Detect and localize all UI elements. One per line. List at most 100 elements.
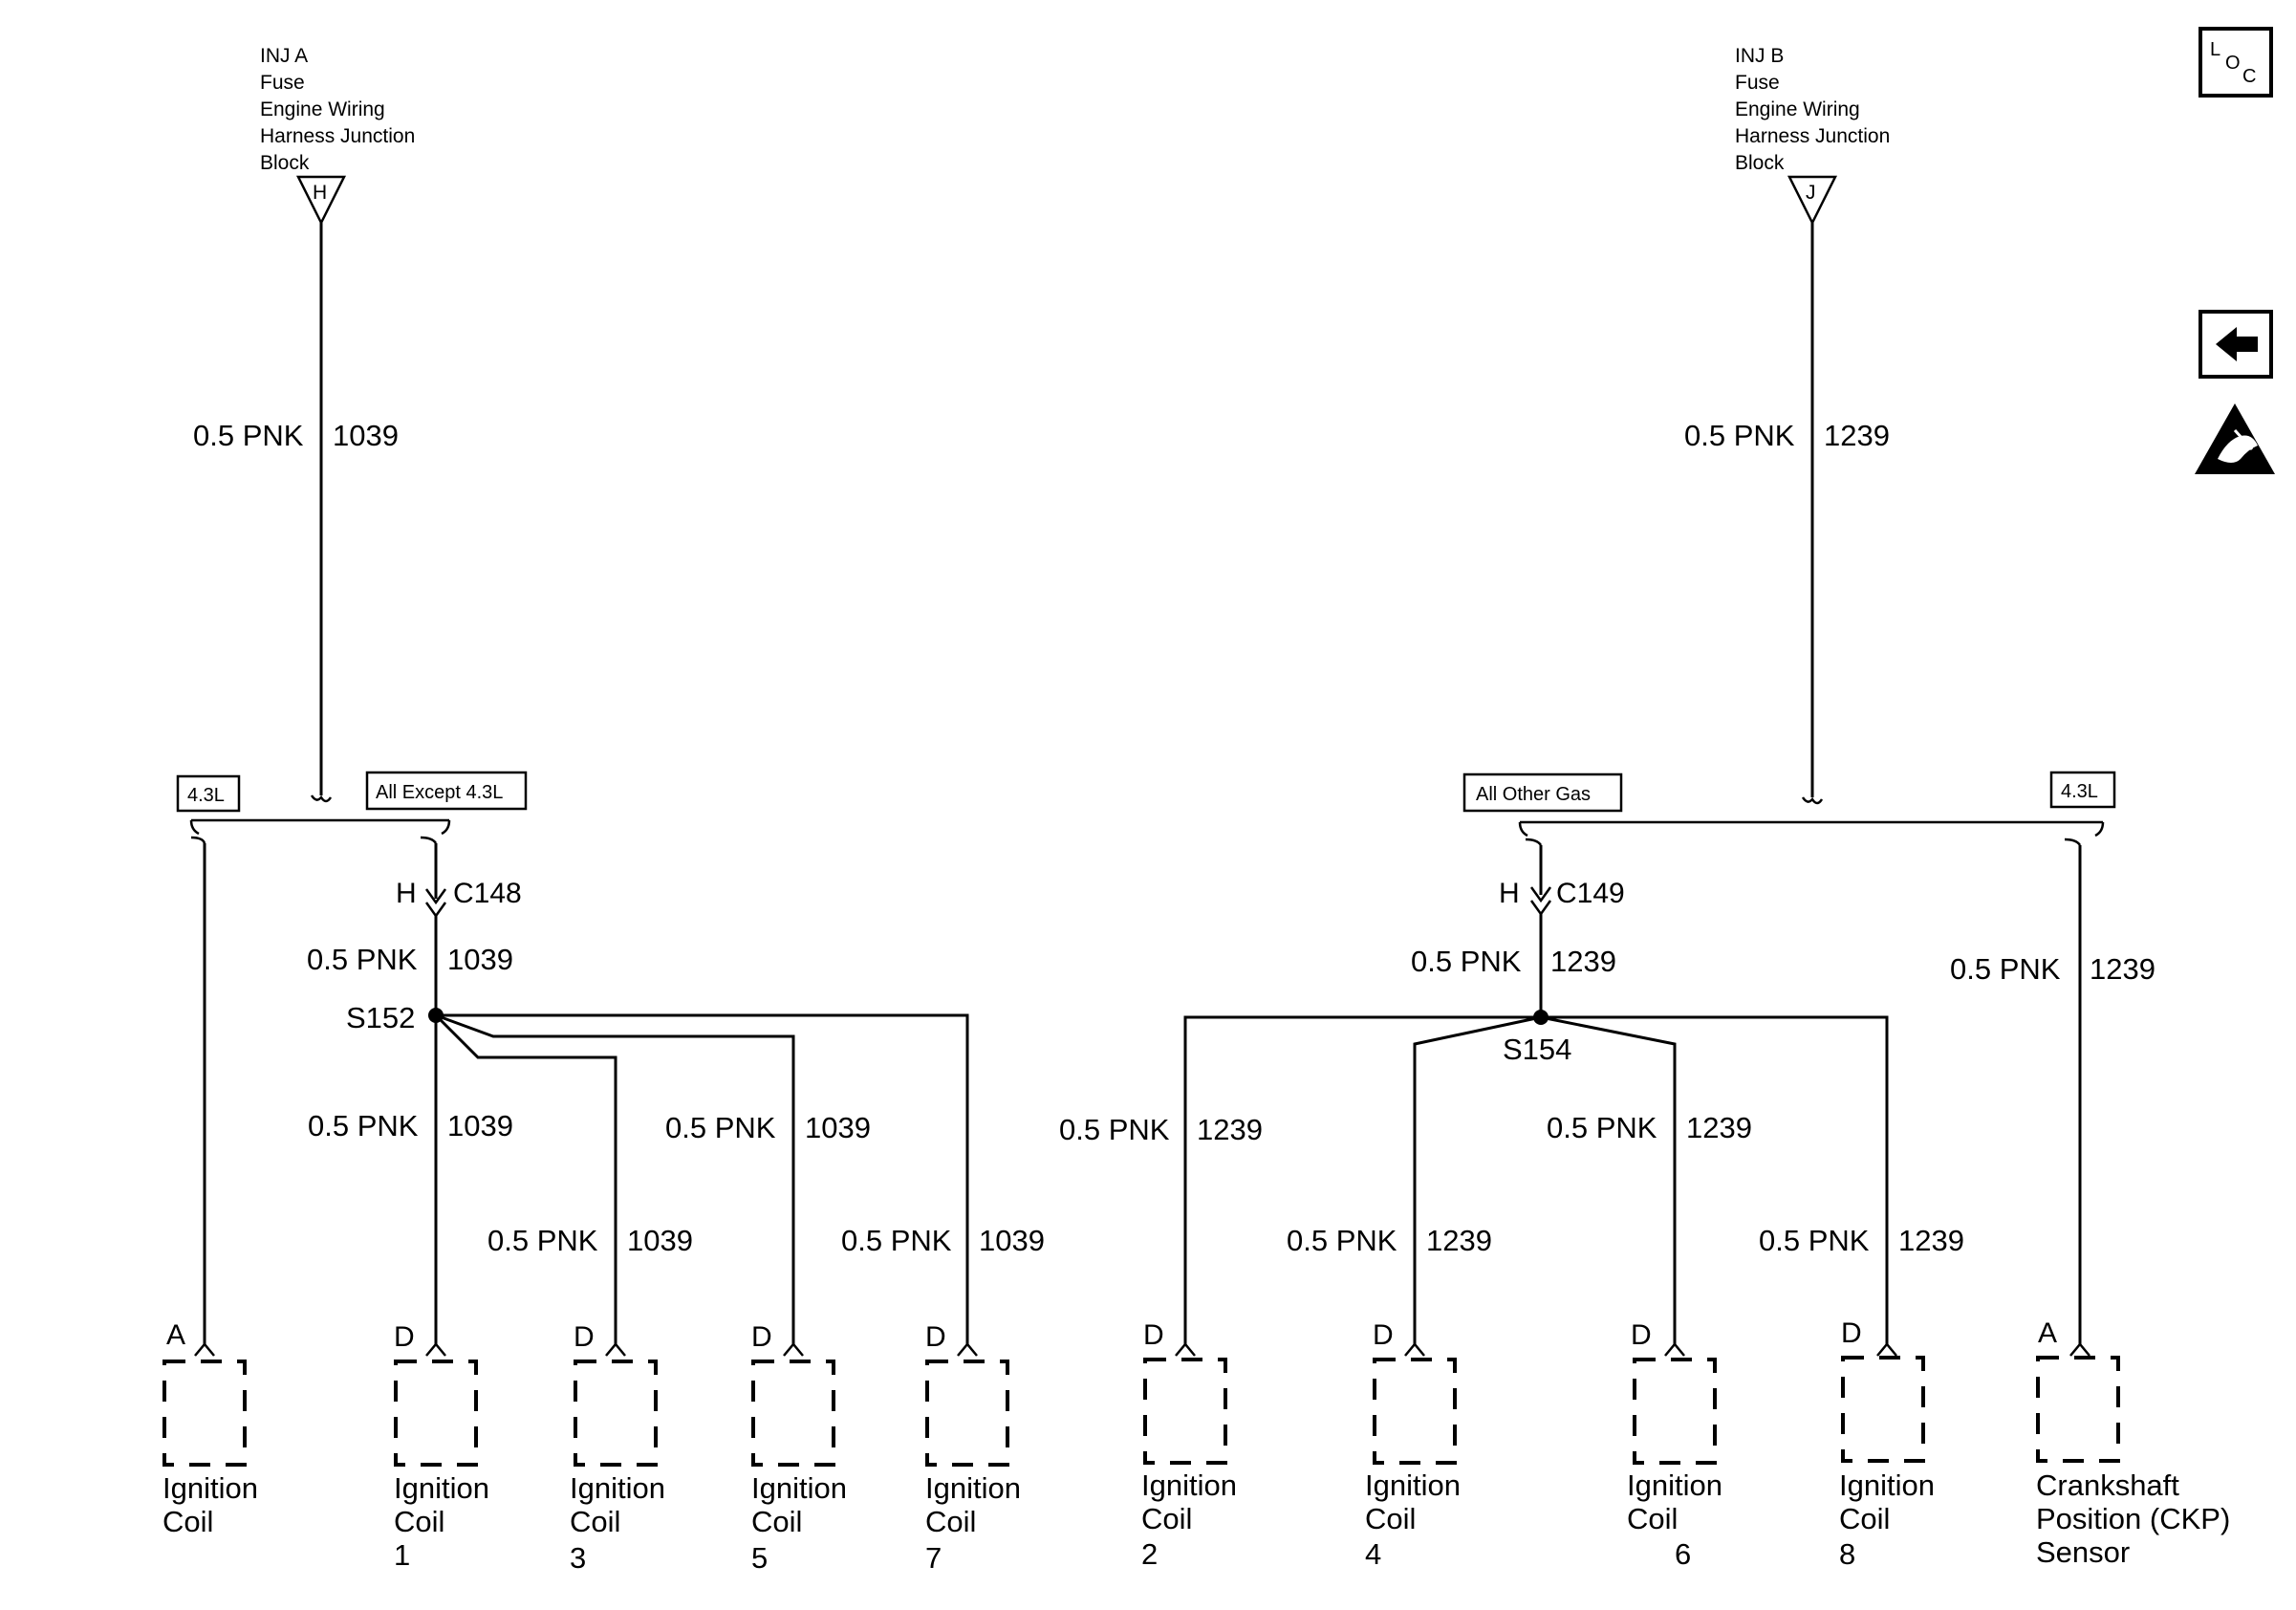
svg-text:D: D: [394, 1321, 415, 1353]
svg-text:Coil: Coil: [1365, 1502, 1416, 1535]
svg-text:H: H: [1499, 878, 1520, 909]
svg-text:Ignition: Ignition: [394, 1471, 489, 1505]
svg-text:1039: 1039: [447, 1109, 513, 1142]
svg-text:Coil: Coil: [925, 1505, 976, 1538]
component-ignition-coil-2: D Ignition Coil 2: [1141, 1319, 1237, 1571]
svg-text:0.5 PNK: 0.5 PNK: [193, 419, 304, 452]
svg-text:Crankshaft: Crankshaft: [2036, 1469, 2179, 1502]
inj-a-break: [310, 794, 333, 803]
svg-text:All Other Gas: All Other Gas: [1476, 784, 1591, 805]
wire-label-coil-6: 0.5 PNK 1239: [1547, 1111, 1752, 1144]
svg-text:S152: S152: [346, 1001, 415, 1034]
c149-wire-label: 0.5 PNK 1239: [1411, 945, 1616, 978]
svg-text:0.5 PNK: 0.5 PNK: [307, 943, 418, 976]
wire-to-coil-4: [1413, 1015, 1542, 1344]
svg-text:4: 4: [1365, 1537, 1381, 1571]
svg-text:Engine Wiring: Engine Wiring: [1735, 98, 1860, 120]
svg-text:H: H: [396, 878, 417, 909]
svg-text:Coil: Coil: [394, 1505, 444, 1538]
svg-text:INJ B: INJ B: [1735, 45, 1784, 67]
component-ignition-coil-a: A Ignition Coil: [162, 1319, 258, 1538]
svg-text:Ignition: Ignition: [570, 1471, 665, 1505]
svg-text:O: O: [2225, 53, 2241, 74]
inj-a-feed-label: INJ A Fuse Engine Wiring Harness Junctio…: [260, 45, 415, 174]
svg-text:5: 5: [751, 1541, 768, 1575]
svg-text:1239: 1239: [1898, 1224, 1964, 1257]
svg-text:INJ A: INJ A: [260, 45, 308, 67]
loc-icon[interactable]: L O C: [2199, 27, 2273, 98]
svg-text:Coil: Coil: [1141, 1502, 1192, 1535]
svg-text:Ignition: Ignition: [1141, 1469, 1237, 1502]
svg-text:D: D: [1841, 1317, 1862, 1349]
svg-text:1039: 1039: [979, 1224, 1045, 1257]
svg-text:4.3L: 4.3L: [187, 785, 225, 806]
component-ckp-sensor: A Crankshaft Position (CKP) Sensor: [2036, 1317, 2230, 1569]
wire-to-coil-3: [434, 1013, 617, 1344]
svg-text:1039: 1039: [805, 1111, 871, 1144]
c148-wire-label: 0.5 PNK 1039: [307, 943, 513, 976]
svg-text:Coil: Coil: [570, 1505, 620, 1538]
svg-text:Ignition: Ignition: [751, 1471, 847, 1505]
component-ignition-coil-1: D Ignition Coil 1: [394, 1321, 489, 1572]
svg-text:0.5 PNK: 0.5 PNK: [1547, 1111, 1657, 1144]
wire-to-coil-2: [1183, 1015, 1541, 1344]
svg-text:J: J: [1806, 182, 1816, 204]
svg-text:0.5 PNK: 0.5 PNK: [1059, 1113, 1170, 1146]
svg-text:0.5 PNK: 0.5 PNK: [665, 1111, 776, 1144]
wire-label-coil-4: 0.5 PNK 1239: [1287, 1224, 1492, 1257]
component-ignition-coil-5: D Ignition Coil 5: [751, 1321, 847, 1575]
svg-text:8: 8: [1839, 1537, 1855, 1571]
component-ignition-coil-7: D Ignition Coil 7: [925, 1321, 1021, 1575]
svg-text:1239: 1239: [1686, 1111, 1752, 1144]
svg-text:L: L: [2210, 39, 2220, 60]
svg-text:0.5 PNK: 0.5 PNK: [1684, 419, 1795, 452]
svg-text:Harness Junction: Harness Junction: [260, 125, 415, 147]
svg-text:2: 2: [1141, 1537, 1158, 1571]
option-box-4-3l-right: 4.3L: [2049, 771, 2116, 809]
svg-text:D: D: [925, 1321, 946, 1353]
svg-text:Block: Block: [1735, 152, 1785, 174]
svg-text:1239: 1239: [1824, 419, 1890, 452]
svg-text:Block: Block: [260, 152, 310, 174]
svg-text:1239: 1239: [1426, 1224, 1492, 1257]
svg-text:Ignition: Ignition: [1839, 1469, 1935, 1502]
svg-text:Coil: Coil: [1839, 1502, 1890, 1535]
svg-text:S154: S154: [1503, 1033, 1571, 1066]
svg-text:Coil: Coil: [1627, 1502, 1678, 1535]
wire-label-coil-3: 0.5 PNK 1039: [487, 1224, 693, 1257]
svg-text:4.3L: 4.3L: [2061, 781, 2098, 802]
wire-label-coil-7: 0.5 PNK 1039: [841, 1224, 1045, 1257]
svg-text:0.5 PNK: 0.5 PNK: [487, 1224, 598, 1257]
svg-text:D: D: [1143, 1319, 1164, 1351]
inj-b-terminal: J: [1787, 175, 1838, 226]
svg-text:A: A: [166, 1319, 185, 1351]
inj-a-wire-label: 0.5 PNK 1039: [193, 419, 399, 452]
svg-text:D: D: [751, 1321, 772, 1353]
option-box-all-except-4-3l: All Except 4.3L: [365, 771, 528, 811]
svg-text:Ignition: Ignition: [1627, 1469, 1722, 1502]
svg-text:0.5 PNK: 0.5 PNK: [308, 1109, 419, 1142]
svg-text:0.5 PNK: 0.5 PNK: [1287, 1224, 1397, 1257]
svg-text:Fuse: Fuse: [260, 72, 305, 94]
svg-text:0.5 PNK: 0.5 PNK: [841, 1224, 952, 1257]
wire-label-ckp: 0.5 PNK 1239: [1950, 952, 2155, 986]
wire-to-coil-5: [435, 1013, 795, 1344]
svg-text:C149: C149: [1556, 878, 1625, 909]
svg-text:D: D: [1373, 1319, 1394, 1351]
inj-b-wire-label: 0.5 PNK 1239: [1684, 419, 1890, 452]
back-arrow-icon[interactable]: [2199, 310, 2273, 379]
c148-connector: H C148: [396, 878, 522, 919]
svg-text:7: 7: [925, 1541, 942, 1575]
svg-text:Fuse: Fuse: [1735, 72, 1780, 94]
svg-text:1239: 1239: [2090, 952, 2155, 986]
wire-label-coil-1: 0.5 PNK 1039: [308, 1109, 513, 1142]
inj-b-break: [1801, 796, 1824, 805]
svg-text:1: 1: [394, 1538, 410, 1572]
component-ignition-coil-3: D Ignition Coil 3: [570, 1321, 665, 1575]
svg-text:Ignition: Ignition: [1365, 1469, 1461, 1502]
option-box-4-3l-left: 4.3L: [176, 774, 241, 813]
svg-text:1239: 1239: [1197, 1113, 1263, 1146]
svg-text:Harness Junction: Harness Junction: [1735, 125, 1890, 147]
svg-text:0.5 PNK: 0.5 PNK: [1950, 952, 2061, 986]
